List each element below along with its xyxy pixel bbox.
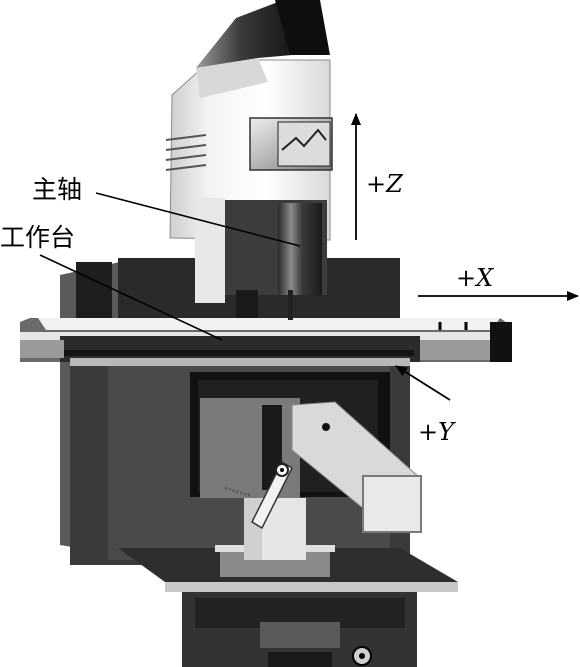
worktable-leader-line [39,254,223,341]
x-axis-label: +X [456,264,494,292]
annotations [39,113,579,401]
z-axis-label: +Z [366,170,404,198]
worktable [20,318,512,366]
machine-base [118,545,458,667]
worktable-label: 工作台 [0,223,75,252]
y-axis-label: +Y [418,418,456,446]
spindle-head [165,0,333,320]
spindle-label: 主轴 [32,175,82,204]
spindle-leader-line [95,192,301,247]
y-axis-arrow [395,365,451,401]
crank-mechanism [200,398,422,560]
